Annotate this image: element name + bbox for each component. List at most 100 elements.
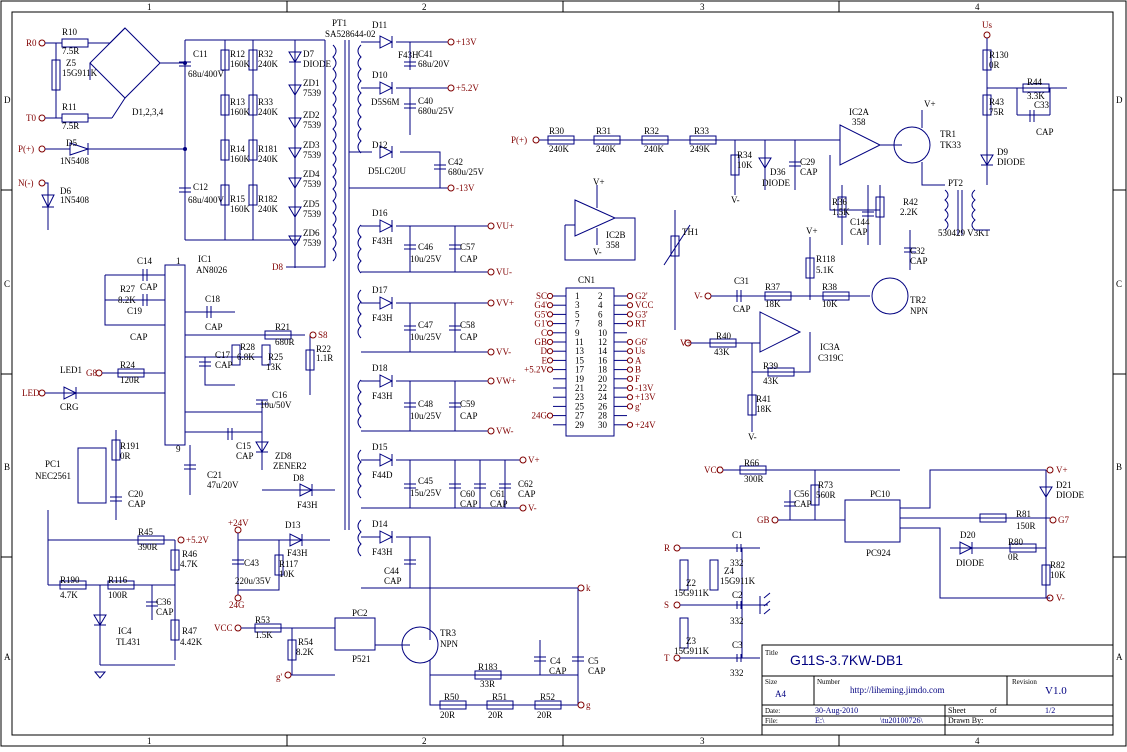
- c5-ref: C5: [588, 656, 599, 666]
- c58-ref: C58: [460, 320, 476, 330]
- led1-value: CRG: [60, 402, 79, 412]
- d5-value: 1N5408: [60, 156, 89, 166]
- col-label-1-bottom: 1: [147, 736, 152, 746]
- sheet-value: 1/2: [1045, 706, 1055, 715]
- cn1-pin-right: 2: [598, 291, 603, 301]
- cn1-port-right: [626, 311, 634, 318]
- z3-ref: Z3: [686, 636, 696, 646]
- net-vv-minus: VV-: [496, 347, 511, 357]
- c48-ref: C48: [418, 399, 434, 409]
- d20-ref: D20: [960, 530, 976, 540]
- r28-ref: R28: [240, 342, 256, 352]
- cn1-pin-right: 16: [598, 355, 608, 365]
- r31-value: 240K: [596, 144, 617, 154]
- r118-ref: R118: [816, 254, 836, 264]
- cn1-ref: CN1: [578, 275, 595, 285]
- cn1-pin-right: 26: [598, 401, 608, 411]
- title-block: Title G11S-3.7KW-DB1 Size A4 Number http…: [761, 644, 1114, 736]
- c40-ref: C40: [418, 96, 434, 106]
- c45-value: 15u/25V: [410, 488, 442, 498]
- cn1-pin-left: 9: [575, 328, 580, 338]
- net-vw-plus: VW+: [496, 376, 516, 386]
- number-value: http://liheming.jimdo.com: [850, 685, 945, 695]
- d12-value: D5LC20U: [368, 166, 407, 176]
- c21-value: 47u/20V: [207, 480, 239, 490]
- row-label-c-right: C: [1116, 279, 1122, 289]
- zd4-ref: ZD4: [303, 169, 320, 179]
- r190-ref: R190: [60, 575, 80, 585]
- number-label: Number: [817, 678, 841, 686]
- cn1-net-right: Us: [635, 346, 645, 356]
- r44-value: 3.3K: [1027, 91, 1045, 101]
- c57-ref: C57: [460, 242, 476, 252]
- r14-ref: R14: [230, 144, 246, 154]
- c60-value: CAP: [460, 499, 478, 509]
- cn1-pin-left: 17: [575, 365, 585, 375]
- d11-ref: D11: [372, 20, 387, 30]
- r66-value: 300R: [744, 474, 764, 484]
- d21-ref: D21: [1056, 480, 1072, 490]
- net-5v2-b: +5.2V: [186, 535, 209, 545]
- revision-label: Revision: [1012, 678, 1037, 686]
- c59-value: CAP: [460, 411, 478, 421]
- r130-value: 0R: [989, 60, 1000, 70]
- cn1-port-left: [546, 302, 554, 309]
- c20-value: CAP: [128, 499, 146, 509]
- tr2-value: NPN: [910, 306, 929, 316]
- cn1-net-right: B: [635, 365, 641, 375]
- tr3-ref: TR3: [440, 628, 457, 638]
- d15-ref: D15: [372, 442, 388, 452]
- rst-section: R S T Z2 15G911K Z3 15G911K Z4 15G911K C…: [664, 530, 771, 678]
- th1-ref: TH1: [682, 227, 699, 237]
- cn1-port-right: [626, 292, 634, 300]
- net-vcc-1: VCC: [214, 623, 233, 633]
- z5-ref: Z5: [66, 58, 76, 68]
- z4-ref: Z4: [724, 566, 734, 576]
- cn1-port-left: [546, 366, 554, 373]
- zd1-ref: ZD1: [303, 78, 320, 88]
- r53-ref: R53: [255, 615, 271, 625]
- cn1-net-right: +13V: [635, 392, 656, 402]
- cn1-port-right: [626, 384, 634, 392]
- r51-ref: R51: [492, 692, 507, 702]
- cn1-net-right: -13V: [635, 383, 654, 393]
- c57-value: CAP: [460, 254, 478, 264]
- ic1-pin9: 9: [176, 444, 181, 454]
- file-value: E:\: [815, 716, 825, 725]
- c18-ref: C18: [205, 294, 221, 304]
- cn1-net-left: G1': [534, 319, 547, 329]
- r33-ref: R33: [258, 97, 274, 107]
- ic4-ref: IC4: [118, 626, 132, 636]
- cn1-net-left: E: [542, 355, 548, 365]
- cn1-pin-right: 14: [598, 346, 608, 356]
- r53-value: 1.5K: [255, 630, 273, 640]
- c18-value: CAP: [205, 322, 223, 332]
- c41-value: 68u/20V: [418, 59, 450, 69]
- ic2b-ref: IC2B: [606, 230, 626, 240]
- row-label-b-right: B: [1116, 462, 1122, 472]
- r37-ref: R37: [765, 282, 781, 292]
- net-g7: G7: [1058, 515, 1069, 525]
- pc2-ref: PC2: [352, 608, 368, 618]
- size-value: A4: [775, 689, 786, 699]
- cn1-pin-left: 7: [575, 319, 580, 329]
- r25-ref: R25: [268, 352, 284, 362]
- ic2b-section: V+ V- IC2B 358 TH1: [564, 177, 699, 330]
- cn1-pin-left: 25: [575, 401, 585, 411]
- d36-ref: D36: [770, 167, 786, 177]
- net-p-plus-2: P(+): [511, 135, 527, 145]
- cn1-port-right: [626, 366, 634, 373]
- r13-ref: R13: [230, 97, 246, 107]
- r41-value: 18K: [756, 404, 772, 414]
- c4-value: CAP: [549, 666, 567, 676]
- d8c-value: F43H: [297, 500, 318, 510]
- cn1-pin-left: 29: [575, 420, 585, 430]
- ic2a-gnd: V-: [731, 195, 740, 205]
- r15-ref: R15: [230, 194, 246, 204]
- d21-value: DIODE: [1056, 490, 1084, 500]
- r27-ref: R27: [120, 284, 136, 294]
- r41-ref: R41: [756, 394, 771, 404]
- cn1-port-left: [546, 329, 554, 336]
- net-24g: 24G: [229, 600, 245, 610]
- net-v-minus-1: V-: [528, 503, 537, 513]
